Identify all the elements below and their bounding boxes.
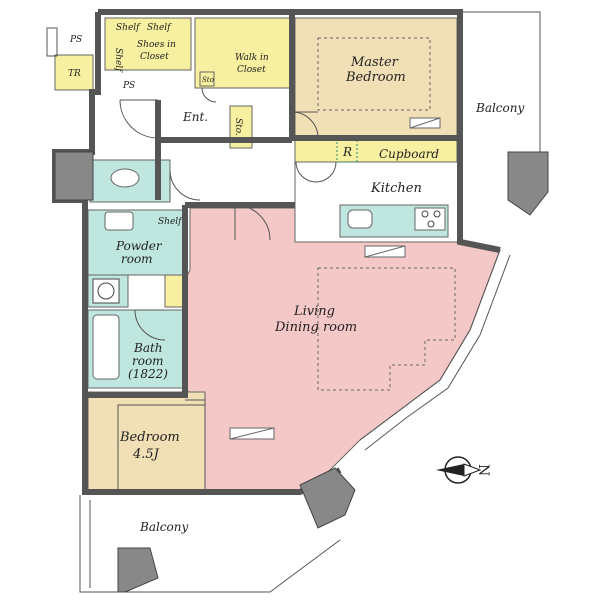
label-shoes-closet-1: Shoes in (137, 40, 176, 50)
door-living (234, 204, 271, 241)
label-bath-1: Bath (133, 341, 163, 355)
toilet-icon (110, 168, 140, 188)
bathtub-icon (92, 314, 120, 380)
label-sto: Sto. (233, 118, 243, 136)
window-diagonal (359, 249, 501, 441)
label-bath-3: (1822) (128, 367, 168, 381)
tr-room (54, 54, 94, 91)
column-left (54, 151, 94, 201)
label-master-1: Master (350, 55, 399, 70)
ps-top-shaft (46, 27, 58, 57)
door-kitchen-right (315, 161, 337, 183)
label-living-1: Living (293, 304, 335, 319)
column-right (507, 151, 549, 216)
column-bottom (117, 547, 159, 593)
label-bedroom-2: 4.5J (132, 447, 160, 462)
door-powder (169, 169, 201, 201)
door-sto (201, 87, 217, 103)
living-rug-outline (317, 267, 456, 391)
door-bedroom (185, 399, 206, 490)
door-kitchen-left (295, 161, 317, 183)
door-entrance (119, 99, 159, 139)
label-walk-in-2: Closet (237, 65, 266, 75)
small-storage (199, 71, 215, 87)
living-dining-area (184, 207, 501, 491)
label-living-2: Dining room (274, 320, 357, 335)
shoes-in-closet (104, 17, 192, 71)
washer-drum-icon (97, 282, 115, 300)
label-kitchen: Kitchen (370, 181, 422, 196)
label-tr: TR (68, 69, 81, 79)
column-living (299, 467, 356, 529)
label-bath-2: room (132, 354, 164, 368)
kitchen-sink-icon (347, 209, 373, 229)
door-master (291, 111, 319, 139)
label-cupboard: Cupboard (379, 147, 439, 161)
door-bath (134, 309, 166, 341)
label-shoes-closet-2: Closet (140, 52, 169, 62)
label-ent: Ent. (182, 110, 208, 124)
label-powder-1: Powder (115, 239, 163, 253)
label-shelf-powder: Shelf (158, 217, 183, 227)
label-master-2: Bedroom (345, 70, 406, 85)
label-compass-n: N (475, 464, 491, 476)
window-diagonal-outer (364, 254, 511, 451)
label-balcony-bottom: Balcony (139, 520, 188, 534)
label-ps-top: PS (69, 35, 82, 45)
label-powder-2: room (121, 252, 153, 266)
label-sto-small: Sto (202, 76, 214, 84)
sink-icon (104, 211, 134, 231)
label-bedroom-1: Bedroom (119, 430, 180, 445)
master-bed-outline (317, 37, 431, 111)
label-ps-mid: PS (122, 81, 135, 91)
label-shelf-2: Shelf (147, 23, 172, 33)
label-refrigerator: R (342, 145, 352, 159)
label-walk-in-1: Walk in (235, 53, 269, 63)
balcony-bottom-outline (79, 495, 341, 593)
label-shelf-1: Shelf (116, 23, 141, 33)
powder-room (87, 209, 184, 276)
inner-wall-hall (88, 100, 295, 398)
compass-icon (436, 456, 482, 484)
bedroom-4-5j (87, 391, 206, 491)
label-balcony-right: Balcony (475, 101, 524, 115)
label-shelf-3: Shelf (113, 48, 123, 73)
